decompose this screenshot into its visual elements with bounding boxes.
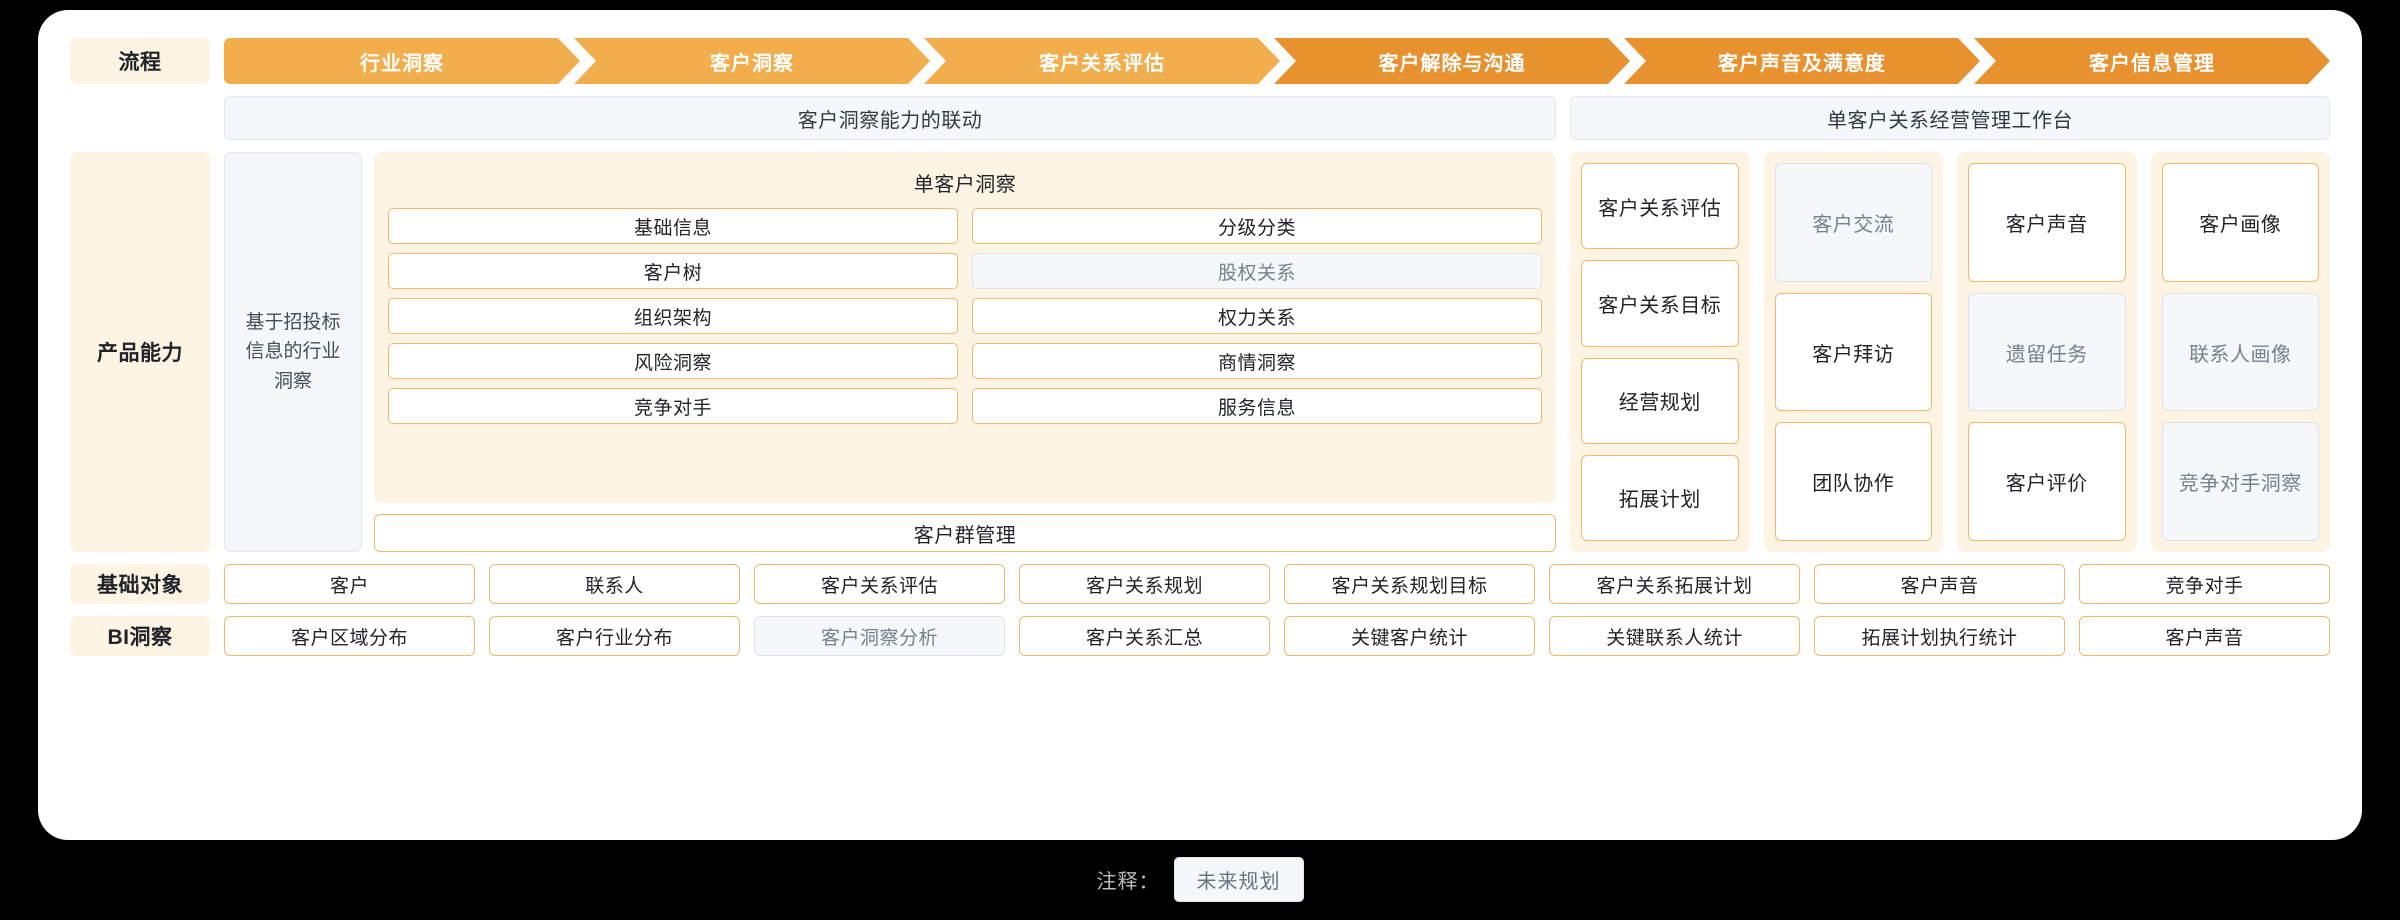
insight-chip[interactable]: 权力关系	[972, 298, 1542, 334]
workbench-card[interactable]: 团队协作	[1774, 422, 1932, 542]
capability-band: 基于招投标信息的行业洞察 单客户洞察 基础信息分级分类客户树股权关系组织架构权力…	[224, 152, 2330, 552]
workbench-card[interactable]: 联系人画像	[2161, 292, 2319, 412]
insight-chip[interactable]: 竞争对手	[388, 388, 958, 424]
legend-future-chip: 未来规划	[1173, 857, 1304, 902]
workbench-card[interactable]: 竞争对手洞察	[2161, 422, 2319, 542]
workbench-column-2: 客户交流客户拜访团队协作	[1763, 152, 1943, 552]
insight-chip[interactable]: 商情洞察	[972, 343, 1542, 379]
legend: 注释： 未来规划	[0, 857, 2400, 902]
workbench-card[interactable]: 客户交流	[1774, 163, 1932, 282]
bi-insight-cell[interactable]: 客户关系汇总	[1019, 616, 1270, 656]
process-step-label: 客户信息管理	[2089, 52, 2215, 75]
workbench-column-3: 客户声音遗留任务客户评价	[1957, 152, 2137, 552]
process-step-3[interactable]: 客户关系评估	[924, 38, 1280, 84]
workbench-card[interactable]: 遗留任务	[1968, 292, 2126, 412]
row-label-base-object: 基础对象	[70, 564, 210, 604]
process-step-label: 客户关系评估	[1039, 52, 1165, 75]
header-bar-insight-linkage: 客户洞察能力的联动	[224, 96, 1556, 140]
bi-insight-cell[interactable]: 客户声音	[2079, 616, 2330, 656]
single-customer-insight-column: 单客户洞察 基础信息分级分类客户树股权关系组织架构权力关系风险洞察商情洞察竞争对…	[374, 152, 1556, 552]
insight-chip[interactable]: 组织架构	[388, 298, 958, 334]
customer-insight-region: 基于招投标信息的行业洞察 单客户洞察 基础信息分级分类客户树股权关系组织架构权力…	[224, 152, 1556, 552]
bi-insight-cell[interactable]: 拓展计划执行统计	[1814, 616, 2065, 656]
base-object-cell[interactable]: 客户关系拓展计划	[1549, 564, 1800, 604]
process-step-1[interactable]: 行业洞察	[224, 38, 580, 84]
row-label-bi-insight: BI洞察	[70, 616, 210, 656]
legend-label: 注释：	[1096, 871, 1160, 893]
chevron-shape	[1274, 38, 1630, 84]
chevron-shape	[1974, 38, 2330, 84]
process-step-label: 客户解除与沟通	[1378, 52, 1526, 75]
insight-chip[interactable]: 基础信息	[388, 208, 958, 244]
base-object-cell[interactable]: 联系人	[489, 564, 740, 604]
bid-industry-insight-box[interactable]: 基于招投标信息的行业洞察	[224, 152, 362, 552]
process-chevron-strip: 行业洞察 客户洞察 客户关系评估 客户解除与沟通 客户声音及满意度 客户信息管理	[224, 38, 2330, 84]
workbench-card[interactable]: 客户画像	[2161, 163, 2319, 282]
bi-insight-cell[interactable]: 关键客户统计	[1284, 616, 1535, 656]
workbench-column-1: 客户关系评估客户关系目标经营规划拓展计划	[1570, 152, 1750, 552]
process-step-4[interactable]: 客户解除与沟通	[1274, 38, 1630, 84]
process-step-label: 客户洞察	[710, 52, 794, 75]
workbench-card[interactable]: 客户拜访	[1774, 292, 1932, 412]
single-customer-insight-chip-grid: 基础信息分级分类客户树股权关系组织架构权力关系风险洞察商情洞察竞争对手服务信息	[388, 208, 1542, 424]
base-object-row: 客户联系人客户关系评估客户关系规划客户关系规划目标客户关系拓展计划客户声音竞争对…	[224, 564, 2330, 604]
workbench-columns: 客户关系评估客户关系目标经营规划拓展计划客户交流客户拜访团队协作客户声音遗留任务…	[1570, 152, 2330, 552]
insight-chip[interactable]: 服务信息	[972, 388, 1542, 424]
base-object-cell[interactable]: 客户关系规划目标	[1284, 564, 1535, 604]
header-bar-workbench: 单客户关系经营管理工作台	[1570, 96, 2330, 140]
insight-chip[interactable]: 股权关系	[972, 253, 1542, 289]
row-label-spacer	[70, 96, 210, 140]
base-object-cell[interactable]: 客户	[224, 564, 475, 604]
base-object-cell[interactable]: 客户关系规划	[1019, 564, 1270, 604]
bi-insight-row: 客户区域分布客户行业分布客户洞察分析客户关系汇总关键客户统计关键联系人统计拓展计…	[224, 616, 2330, 656]
process-step-6[interactable]: 客户信息管理	[1974, 38, 2330, 84]
insight-chip[interactable]: 分级分类	[972, 208, 1542, 244]
insight-chip[interactable]: 客户树	[388, 253, 958, 289]
bi-insight-cell[interactable]: 关键联系人统计	[1549, 616, 1800, 656]
insight-chip[interactable]: 风险洞察	[388, 343, 958, 379]
workbench-column-4: 客户画像联系人画像竞争对手洞察	[2150, 152, 2330, 552]
capability-map-grid: 流程 行业洞察客户洞察客户关系评估客户解除与沟通客户声音及满意度客户信息管理 客…	[70, 38, 2330, 814]
process-step-2[interactable]: 客户洞察	[574, 38, 930, 84]
single-customer-insight-panel: 单客户洞察 基础信息分级分类客户树股权关系组织架构权力关系风险洞察商情洞察竞争对…	[374, 152, 1556, 503]
bi-insight-cell[interactable]: 客户行业分布	[489, 616, 740, 656]
base-object-cell[interactable]: 竞争对手	[2079, 564, 2330, 604]
header-bars: 客户洞察能力的联动 单客户关系经营管理工作台	[224, 96, 2330, 140]
row-label-process: 流程	[70, 38, 210, 84]
customer-group-management-box[interactable]: 客户群管理	[374, 514, 1556, 552]
chevron-shape	[574, 38, 930, 84]
chevron-shape	[1624, 38, 1980, 84]
workbench-card[interactable]: 客户声音	[1968, 163, 2126, 282]
process-step-label: 行业洞察	[360, 52, 444, 75]
workbench-card[interactable]: 经营规划	[1581, 357, 1739, 444]
row-label-capability: 产品能力	[70, 152, 210, 552]
single-customer-insight-title: 单客户洞察	[913, 174, 1017, 196]
base-object-cell[interactable]: 客户关系评估	[754, 564, 1005, 604]
workbench-card[interactable]: 客户关系目标	[1581, 260, 1739, 347]
workbench-card[interactable]: 客户评价	[1968, 422, 2126, 542]
bi-insight-cell[interactable]: 客户洞察分析	[754, 616, 1005, 656]
process-step-5[interactable]: 客户声音及满意度	[1624, 38, 1980, 84]
workbench-card[interactable]: 拓展计划	[1581, 454, 1739, 541]
process-step-label: 客户声音及满意度	[1718, 52, 1886, 75]
base-object-cell[interactable]: 客户声音	[1814, 564, 2065, 604]
bi-insight-cell[interactable]: 客户区域分布	[224, 616, 475, 656]
chevron-shape	[224, 38, 580, 84]
main-card: 流程 行业洞察客户洞察客户关系评估客户解除与沟通客户声音及满意度客户信息管理 客…	[38, 10, 2362, 840]
chevron-shape	[924, 38, 1280, 84]
workbench-card[interactable]: 客户关系评估	[1581, 163, 1739, 250]
